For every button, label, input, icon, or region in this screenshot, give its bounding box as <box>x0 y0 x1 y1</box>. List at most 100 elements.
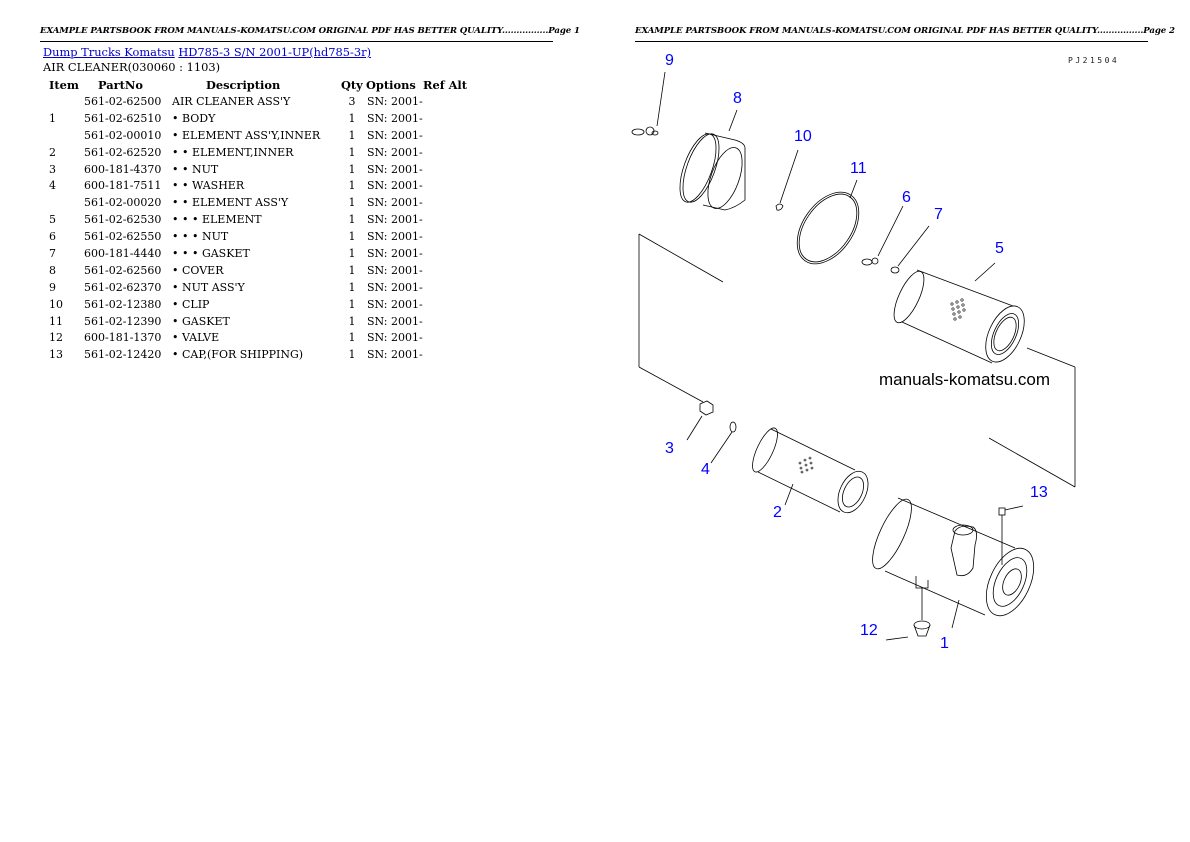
page-1: EXAMPLE PARTSBOOK FROM MANUALS-KOMATSU.C… <box>40 26 580 363</box>
cell-partno: 561-02-00010 <box>84 128 162 142</box>
cell-options: SN: 2001- <box>367 230 423 244</box>
cell-description: AIR CLEANER ASS'Y <box>172 94 291 108</box>
cell-qty: 1 <box>348 348 356 362</box>
cell-qty: 1 <box>348 331 356 345</box>
cell-ref-alt <box>423 93 473 110</box>
cell-options: SN: 2001- <box>367 213 423 227</box>
cell-ref-alt <box>423 262 473 279</box>
cell-qty: 3 <box>348 94 356 108</box>
cell-description: • • • GASKET <box>172 246 250 260</box>
part-2-inner-element-shape <box>752 427 869 514</box>
cell-item: 1 <box>49 111 56 125</box>
cell-item: 11 <box>49 314 63 328</box>
cell-partno: 600-181-4440 <box>84 246 162 260</box>
cell-options: SN: 2001- <box>367 145 423 159</box>
cell-partno: 561-02-12390 <box>84 314 162 328</box>
col-header-options: Options <box>366 77 416 92</box>
part-4-washer-shape <box>710 421 737 464</box>
part-9-wing-nut-shape <box>631 71 666 136</box>
breadcrumb: Dump Trucks Komatsu HD785-3 S/N 2001-UP(… <box>43 45 371 59</box>
cell-description: • VALVE <box>172 331 220 345</box>
cell-ref-alt <box>423 228 473 245</box>
cell-ref-alt <box>423 144 473 161</box>
cell-item: 12 <box>49 331 63 345</box>
part-13-cap-shape <box>998 505 1024 565</box>
cell-options: SN: 2001- <box>367 162 423 176</box>
callout-8[interactable]: 8 <box>733 90 742 107</box>
section-title: AIR CLEANER(030060 : 1103) <box>43 60 221 74</box>
callout-9[interactable]: 9 <box>665 52 674 69</box>
cell-item: 13 <box>49 348 63 362</box>
cell-partno: 561-02-62550 <box>84 230 162 244</box>
cell-ref-alt <box>423 211 473 228</box>
cell-qty: 1 <box>348 230 356 244</box>
callout-13[interactable]: 13 <box>1030 484 1048 501</box>
part-7-gasket-shape <box>890 225 930 274</box>
cell-partno: 561-02-62510 <box>84 111 162 125</box>
cell-qty: 1 <box>348 179 356 193</box>
part-1-body-shape <box>872 497 1035 629</box>
callout-7[interactable]: 7 <box>934 206 943 223</box>
cell-options: SN: 2001- <box>367 331 423 345</box>
cell-description: • • ELEMENT,INNER <box>172 145 294 159</box>
cell-description: • BODY <box>172 111 216 125</box>
cell-description: • • NUT <box>172 162 219 176</box>
cell-options: SN: 2001- <box>367 314 423 328</box>
callout-11[interactable]: 11 <box>850 160 867 177</box>
callout-2[interactable]: 2 <box>773 504 782 521</box>
callout-3[interactable]: 3 <box>665 440 674 457</box>
page-1-header: EXAMPLE PARTSBOOK FROM MANUALS-KOMATSU.C… <box>40 26 580 42</box>
cell-description: • • • ELEMENT <box>172 213 262 227</box>
cell-qty: 1 <box>348 162 356 176</box>
cell-item: 8 <box>49 263 56 277</box>
part-12-valve-shape <box>885 620 931 641</box>
col-header-partno: PartNo <box>98 77 143 92</box>
cell-description: • CLIP <box>172 297 210 311</box>
cell-partno: 561-02-62520 <box>84 145 162 159</box>
part-5-element-shape <box>893 262 1025 364</box>
cell-qty: 1 <box>348 246 356 260</box>
cell-options: SN: 2001- <box>367 128 423 142</box>
cell-partno: 561-02-62560 <box>84 263 162 277</box>
breadcrumb-link-model[interactable]: HD785-3 S/N 2001-UP(hd785-3r) <box>178 45 372 59</box>
col-header-item: Item <box>49 77 79 92</box>
breadcrumb-link-dump-trucks[interactable]: Dump Trucks Komatsu <box>43 45 175 59</box>
cell-item: 6 <box>49 230 56 244</box>
cell-options: SN: 2001- <box>367 297 423 311</box>
callout-4[interactable]: 4 <box>701 461 710 478</box>
part-3-nut-shape <box>686 400 714 441</box>
cell-item: 5 <box>49 213 56 227</box>
parts-table-header-row: Item PartNo Description Qty Options Ref … <box>43 76 473 93</box>
callout-1[interactable]: 1 <box>940 635 949 652</box>
parts-table: Item PartNo Description Qty Options Ref … <box>43 76 473 363</box>
cell-item <box>43 93 84 110</box>
cell-options: SN: 2001- <box>367 196 423 210</box>
cell-qty: 1 <box>348 213 356 227</box>
callout-10[interactable]: 10 <box>794 128 812 145</box>
callout-5[interactable]: 5 <box>995 240 1004 257</box>
cell-ref-alt <box>423 346 473 363</box>
callout-12[interactable]: 12 <box>860 622 878 639</box>
cell-description: • COVER <box>172 263 224 277</box>
cell-ref-alt <box>423 279 473 296</box>
col-header-qty: Qty <box>341 77 363 92</box>
part-6-nut-shape <box>861 205 904 266</box>
cell-description: • CAP,(FOR SHIPPING) <box>172 348 304 362</box>
cell-qty: 1 <box>348 297 356 311</box>
callout-6[interactable]: 6 <box>902 189 911 206</box>
part-10-clip-shape <box>775 149 799 211</box>
cell-ref-alt <box>423 329 473 346</box>
col-header-description: Description <box>206 77 281 92</box>
cell-qty: 1 <box>348 263 356 277</box>
